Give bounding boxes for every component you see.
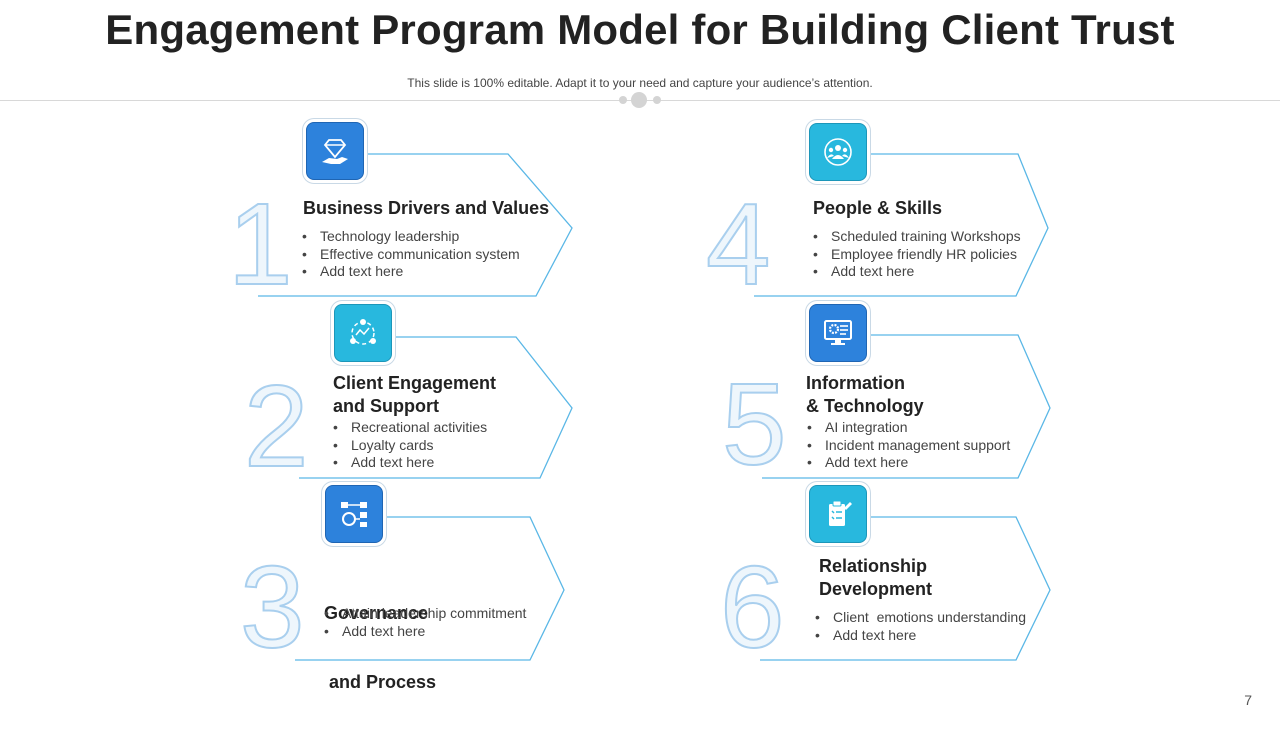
step-number: 5 — [721, 359, 788, 489]
title-line: Client Engagement — [333, 373, 497, 393]
page-number: 7 — [1244, 692, 1252, 708]
divider-dot-center — [631, 92, 647, 108]
bullet-list: AI integration Incident management suppo… — [807, 419, 1010, 472]
icon-tile — [809, 304, 867, 362]
bullet-item: Loyalty cards — [333, 437, 487, 455]
bullet-item: Attain leadership commitment — [324, 605, 526, 623]
icon-tile — [809, 485, 867, 543]
process-flow-icon — [341, 502, 367, 527]
item-1: 1 Business Drivers and Values Technology… — [227, 120, 588, 309]
item-title: Client Engagement and Support — [333, 372, 496, 418]
title-line: & Technology — [806, 396, 924, 416]
item-6: 6 Relationship Development Client emotio… — [719, 482, 1080, 672]
item-2: 2 Client Engagement and Support Recreati… — [243, 302, 604, 491]
step-number: 4 — [705, 179, 772, 309]
item-3: 3 Governance and Process Attain leadersh… — [239, 482, 600, 692]
arrow-frame — [760, 516, 1051, 661]
people-group-icon — [824, 138, 852, 166]
network-cycle-icon — [350, 319, 376, 345]
diamond-hand-icon — [322, 139, 348, 164]
title-line: Relationship — [819, 556, 928, 576]
bullet-item: Employee friendly HR policies — [813, 246, 1021, 264]
item-title: Governance and Process — [324, 556, 436, 740]
item-title: Information & Technology — [806, 372, 924, 418]
bullet-item: Effective communication system — [302, 246, 520, 264]
title-line: People & Skills — [813, 198, 943, 218]
divider-dot-left — [619, 96, 627, 104]
icon-tile — [306, 122, 364, 180]
bullet-item: AI integration — [807, 419, 1010, 437]
title-line: and Support — [333, 396, 439, 416]
bullet-list: Recreational activities Loyalty cards Ad… — [333, 419, 487, 472]
title-line: and Process — [324, 672, 437, 692]
step-number: 3 — [239, 542, 306, 672]
monitor-gear-icon — [824, 320, 852, 345]
divider-dot-right — [653, 96, 661, 104]
icon-tile — [325, 485, 383, 543]
bullet-item: Recreational activities — [333, 419, 487, 437]
item-title: People & Skills — [813, 197, 942, 220]
bullet-item: Add text here — [813, 263, 1021, 281]
title-line: Business Drivers and Values — [303, 198, 550, 218]
checklist-icon — [829, 500, 852, 526]
bullet-item: Add text here — [324, 623, 526, 641]
slide-title: Engagement Program Model for Building Cl… — [105, 6, 1175, 53]
bullet-item: Incident management support — [807, 437, 1010, 455]
title-line: Information — [806, 373, 905, 393]
step-number: 1 — [227, 179, 294, 309]
slide-subtitle: This slide is 100% editable. Adapt it to… — [407, 76, 873, 90]
title-line: Development — [819, 579, 933, 599]
arrow-frame — [754, 153, 1049, 297]
item-title: Business Drivers and Values — [303, 197, 549, 220]
item-title: Relationship Development — [819, 555, 932, 601]
icon-tile — [334, 304, 392, 362]
icon-tile — [809, 123, 867, 181]
step-number: 2 — [243, 361, 310, 491]
arrow-frame — [299, 336, 573, 479]
bullet-item: Add text here — [302, 263, 520, 281]
item-4: 4 People & Skills Scheduled training Wor… — [705, 120, 1066, 309]
bullet-list: Client emotions understanding Add text h… — [815, 609, 1026, 644]
bullet-list: Scheduled training Workshops Employee fr… — [813, 228, 1021, 281]
step-number: 6 — [719, 542, 786, 672]
bullet-item: Add text here — [815, 627, 1026, 645]
arrow-frame — [295, 516, 565, 661]
bullet-item: Scheduled training Workshops — [813, 228, 1021, 246]
bullet-item: Add text here — [807, 454, 1010, 472]
bullet-list: Technology leadership Effective communic… — [302, 228, 520, 281]
bullet-item: Add text here — [333, 454, 487, 472]
bullet-item: Client emotions understanding — [815, 609, 1026, 627]
bullet-item: Technology leadership — [302, 228, 520, 246]
arrow-frame — [762, 334, 1051, 479]
arrow-frame — [258, 153, 573, 297]
item-5: 5 Information & Technology AI integratio… — [721, 302, 1082, 489]
bullet-list: Attain leadership commitment Add text he… — [324, 605, 526, 640]
